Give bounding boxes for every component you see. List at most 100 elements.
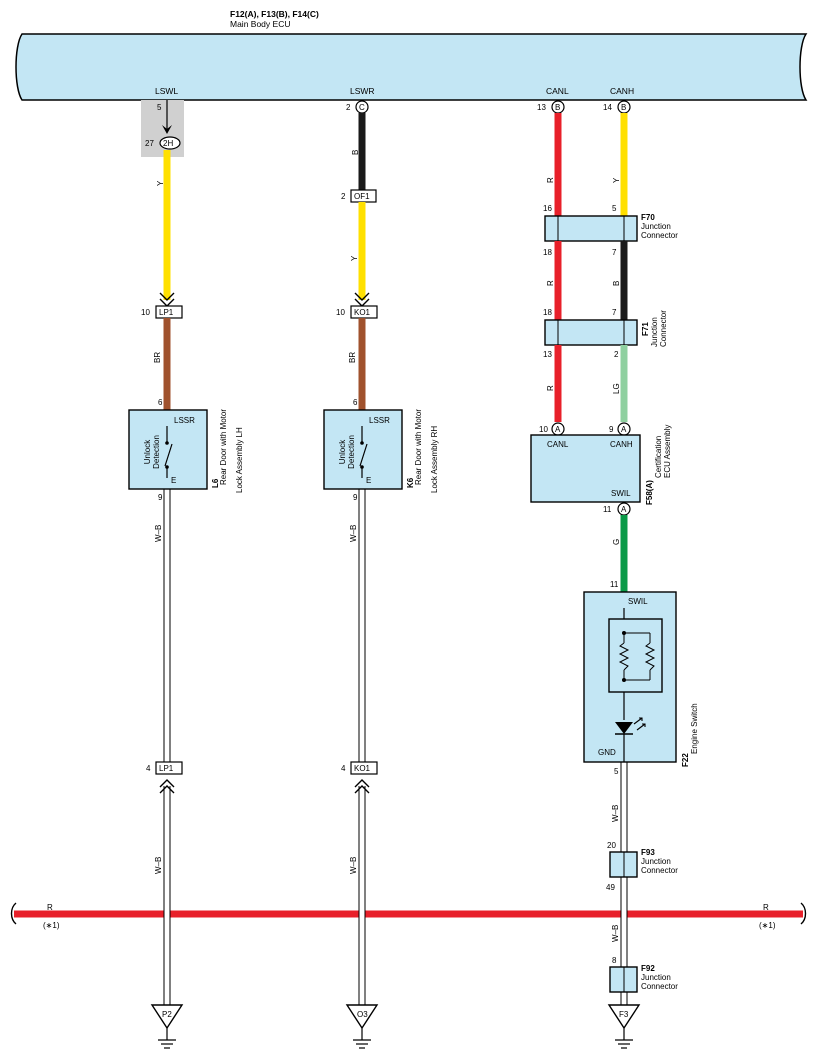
wire-lh-wb-1	[163, 489, 171, 762]
k6-name-1: Rear Door with Motor	[414, 409, 423, 485]
ecu-term-canh: CANH	[610, 86, 634, 96]
conn-2h-id: 2H	[163, 139, 173, 148]
f71-box	[544, 319, 638, 346]
ecu-name-label: Main Body ECU	[230, 19, 290, 29]
wire-canh-b-label: B	[612, 281, 621, 286]
f70-name-2: Connector	[641, 231, 678, 240]
f92-name-2: Connector	[641, 982, 678, 991]
f22-p-bot: 5	[614, 767, 619, 776]
ecu-connectors-label: F12(A), F13(B), F14(C)	[230, 9, 319, 19]
f22-p-top: 11	[610, 580, 619, 589]
conn-lp1-top-pin: 10	[141, 308, 150, 317]
f71-name-1: Junction	[650, 317, 659, 347]
f92-p-top: 8	[612, 956, 617, 965]
f22-term-gnd: GND	[598, 748, 616, 757]
wire-eng-wb-1	[620, 762, 628, 852]
f70-p-l-top: 16	[543, 204, 552, 213]
f58-p-canl: 10	[539, 425, 548, 434]
bus-left-color: R	[47, 903, 53, 912]
f58-term-canl: CANL	[547, 440, 569, 449]
conn-2h-oval	[159, 136, 181, 150]
l6-term-top: LSSR	[174, 416, 195, 425]
wire-canl-r2-label: R	[546, 280, 555, 286]
ground-o3	[345, 1004, 379, 1049]
lswr-letter: C	[359, 103, 365, 112]
k6-in-pin: 6	[353, 398, 358, 407]
wire-canl-r3-label: R	[546, 385, 555, 391]
bus-left-note: (∗1)	[43, 921, 60, 930]
wire-canh-lg-label: LG	[612, 383, 621, 394]
canh-pin: 14	[603, 103, 612, 112]
conn-lp1-bot-id: LP1	[159, 764, 174, 773]
f71-id: F71	[641, 322, 650, 336]
l6-switch-contact-2	[165, 465, 169, 469]
f58-p-swil: 11	[603, 505, 612, 514]
f70-name-1: Junction	[641, 222, 671, 231]
f58-p-canh: 9	[609, 425, 614, 434]
conn-ko1-top-pin: 10	[336, 308, 345, 317]
f58-name-1: Certification	[654, 436, 663, 478]
f58-name-2: ECU Assembly	[663, 425, 672, 478]
l6-func-2: Detection	[152, 435, 161, 469]
canl-letter: B	[555, 103, 560, 112]
ground-p2-label: P2	[162, 1010, 172, 1019]
conn-ko1-bot	[350, 761, 378, 775]
lswl-arrow	[162, 125, 172, 134]
wire-rh-wb-2	[358, 786, 366, 1005]
ko1-bot-chevron	[354, 779, 370, 794]
bus-right-color: R	[763, 903, 769, 912]
f70-p-r-top: 5	[612, 204, 617, 213]
bus-break-left	[10, 902, 17, 925]
l6-in-pin: 6	[158, 398, 163, 407]
l6-switch-contact-1	[165, 441, 169, 445]
wire-rh-wb-1	[358, 489, 366, 762]
bus-right-note: (∗1)	[759, 921, 776, 930]
wire-rh-wb1-label: W–B	[349, 525, 358, 542]
wire-rh-wb2-label: W–B	[349, 857, 358, 874]
f22-id: F22	[681, 753, 690, 767]
f22-name: Engine Switch	[690, 703, 699, 754]
ecu-term-canl: CANL	[546, 86, 569, 96]
wire-canh-y-label: Y	[612, 177, 621, 183]
f58-term-canh: CANH	[610, 440, 633, 449]
wire-rh-y-label: Y	[350, 255, 359, 261]
f58-id: F58(A)	[645, 480, 654, 505]
conn-ko1-top-id: KO1	[354, 308, 371, 317]
f93-name-2: Connector	[641, 866, 678, 875]
f70-id: F70	[641, 213, 655, 222]
ground-p2	[150, 1004, 184, 1049]
conn-lp1-bot	[155, 761, 183, 775]
wire-eng-wb-2	[620, 877, 628, 967]
f22-term-swil: SWIL	[628, 597, 648, 606]
wire-rh-br-label: BR	[348, 352, 357, 363]
k6-term-top: LSSR	[369, 416, 390, 425]
k6-term-bot: E	[366, 476, 371, 485]
k6-box	[323, 409, 403, 490]
wire-f92-ground	[620, 992, 628, 1005]
k6-out-pin: 9	[353, 493, 358, 502]
l6-func-1: Unlock	[143, 439, 152, 464]
f92-id: F92	[641, 964, 655, 973]
f58-swil-letter: A	[621, 505, 627, 514]
l6-term-bot: E	[171, 476, 176, 485]
k6-name-2: Lock Assembly RH	[430, 426, 439, 493]
l6-name-1: Rear Door with Motor	[219, 409, 228, 485]
k6-switch-contact-1	[360, 441, 364, 445]
conn-lp1-bot-pin: 4	[146, 764, 151, 773]
wb-over-bus	[163, 905, 628, 923]
wire-canl-r1-label: R	[546, 177, 555, 183]
f93-p-top: 20	[607, 841, 616, 850]
wire-lh-wb-2	[163, 786, 171, 1005]
wire-lh-br-label: BR	[153, 352, 162, 363]
shielded-area	[141, 100, 184, 157]
f70-box	[544, 215, 638, 242]
canl-pin: 13	[537, 103, 546, 112]
conn-2h-pin: 27	[145, 139, 154, 148]
k6-func-1: Unlock	[338, 439, 347, 464]
l6-out-pin: 9	[158, 493, 163, 502]
wire-lh-y-label: Y	[156, 180, 165, 186]
conn-of1-id: OF1	[354, 192, 370, 201]
lp1-bot-chevron	[159, 779, 175, 794]
wire-swil-g-label: G	[612, 539, 621, 545]
wire-rh-b-label: B	[351, 150, 360, 155]
